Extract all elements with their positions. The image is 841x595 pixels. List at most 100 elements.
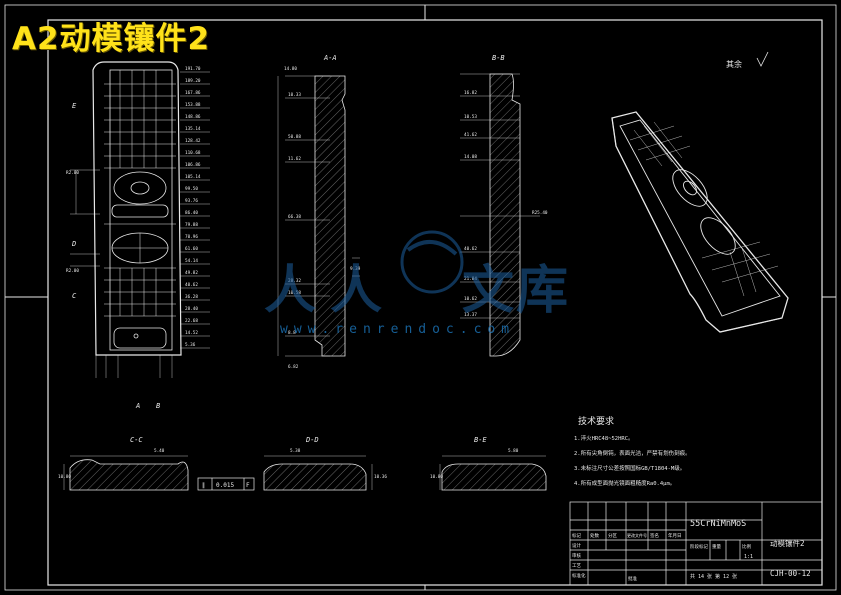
svg-text:61.60: 61.60 [185, 246, 198, 252]
svg-text:14.52: 14.52 [185, 330, 198, 336]
watermark-url: www.renrendoc.com [280, 322, 516, 337]
plan-view-dimensions [70, 71, 210, 378]
tech-requirements-title: 技术要求 [578, 415, 614, 427]
svg-text:14.08: 14.08 [464, 154, 477, 160]
svg-text:167.86: 167.86 [185, 90, 201, 96]
svg-text:10.80: 10.80 [58, 474, 71, 480]
role-label: 工艺 [572, 563, 581, 569]
watermark-glyph: 库 [516, 261, 569, 321]
tech-requirement-item: 1.淬火HRC48~52HRC。 [574, 434, 634, 442]
svg-text:99.50: 99.50 [185, 186, 198, 192]
svg-text:9.39: 9.39 [350, 266, 361, 272]
svg-text:189.20: 189.20 [185, 78, 201, 84]
lower-dim-text: 10.805.40 10.365.38 10.805.80 [58, 448, 519, 480]
svg-text:105.14: 105.14 [185, 174, 201, 180]
svg-text:21.04: 21.04 [464, 276, 477, 282]
row-label: 处数 [590, 532, 599, 539]
svg-text:93.76: 93.76 [185, 198, 198, 204]
sheet-info: 共 14 张 第 12 张 [690, 573, 737, 580]
section-aa-label: A-A [323, 54, 337, 62]
tolerance-symbol: ∥ [202, 482, 205, 489]
svg-text:8.8: 8.8 [288, 330, 296, 336]
tech-requirement-item: 3.未标注尺寸公差按照国标GB/T1804-M级。 [574, 464, 685, 472]
tech-requirement-item: 4.所有成型面抛光镜面粗糙度Ra0.4μm。 [574, 479, 675, 487]
svg-text:5.38: 5.38 [290, 448, 301, 454]
drawing-border [4, 4, 837, 591]
section-cc-label: C-C [130, 436, 143, 444]
svg-text:191.70: 191.70 [185, 66, 201, 72]
section-bb-label: B-B [492, 54, 505, 62]
watermark-glyph: 人 [330, 261, 383, 321]
material-name: 55CrNiMnMoS [690, 519, 746, 529]
svg-text:110.68: 110.68 [185, 150, 201, 156]
svg-text:128.42: 128.42 [185, 138, 201, 144]
role-label: 审核 [572, 552, 581, 559]
title-block [569, 501, 823, 586]
watermark-emblem [400, 230, 464, 294]
svg-text:10.33: 10.33 [288, 92, 301, 98]
row-label: 分区 [608, 532, 617, 539]
stage-label: 阶段标记 [690, 543, 708, 550]
svg-text:10.58: 10.58 [288, 290, 301, 296]
svg-text:79.88: 79.88 [185, 222, 198, 228]
scale-value: 1:1 [744, 554, 753, 560]
svg-text:70.96: 70.96 [185, 234, 198, 240]
drawing-number: CJH-00-12 [770, 569, 811, 578]
cut-label-d: D [71, 240, 76, 248]
cut-label-e: E [72, 102, 77, 110]
svg-text:40.62: 40.62 [464, 246, 477, 252]
part-name: 动模镶件2 [770, 538, 805, 548]
svg-text:66.38: 66.38 [288, 214, 301, 220]
svg-text:28.32: 28.32 [288, 278, 301, 284]
svg-text:16.82: 16.82 [464, 90, 477, 96]
section-bb-view [460, 73, 540, 357]
svg-text:86.40: 86.40 [185, 210, 198, 216]
cut-label-b: B [156, 402, 160, 410]
section-cc-view [63, 455, 189, 491]
svg-text:5.40: 5.40 [154, 448, 165, 454]
svg-text:41.62: 41.62 [464, 132, 477, 138]
svg-text:R2.00: R2.00 [66, 268, 79, 274]
drawing-title: A2动模镶件2 [12, 21, 211, 57]
weight-label: 重量 [712, 543, 721, 550]
svg-text:40.62: 40.62 [185, 282, 198, 288]
row-label: 标记 [572, 532, 581, 539]
section-ee-view [439, 455, 547, 491]
row-label: 年月日 [668, 532, 682, 539]
svg-text:10.53: 10.53 [464, 114, 477, 120]
cut-label-c: C [72, 292, 77, 300]
watermark-glyph: 人 [264, 261, 317, 321]
role-label: 标准化 [572, 572, 586, 579]
svg-text:148.86: 148.86 [185, 114, 201, 120]
svg-text:10.36: 10.36 [374, 474, 387, 480]
svg-text:135.14: 135.14 [185, 126, 201, 132]
svg-text:10.62: 10.62 [464, 296, 477, 302]
isometric-view [611, 111, 789, 333]
tolerance-frame [197, 477, 255, 491]
svg-text:153.88: 153.88 [185, 102, 201, 108]
row-label: 更改文件号 [627, 532, 647, 538]
row-label: 签名 [650, 532, 659, 539]
plan-view [92, 61, 182, 356]
svg-text:28.40: 28.40 [185, 306, 198, 312]
cut-label-a: A [135, 402, 140, 410]
section-dd-label: D-D [305, 436, 319, 444]
surface-finish-symbol [756, 51, 769, 67]
svg-text:5.36: 5.36 [185, 342, 196, 348]
section-dd-view [263, 455, 373, 491]
tech-requirements: 技术要求 1.淬火HRC48~52HRC。 2.所有尖角倒钝，表面光洁，严禁有划… [574, 415, 691, 487]
tolerance-frame-text: ∥ 0.015 F [202, 482, 250, 489]
svg-text:11.62: 11.62 [288, 156, 301, 162]
surface-finish-note: 其余 [726, 59, 742, 69]
svg-text:R2.00: R2.00 [66, 170, 79, 176]
scale-label: 比例 [742, 543, 751, 550]
svg-text:6.82: 6.82 [288, 364, 299, 370]
svg-text:49.82: 49.82 [185, 270, 198, 276]
role-label: 批准 [628, 575, 637, 582]
role-label: 设计 [572, 542, 581, 549]
svg-text:10.80: 10.80 [430, 474, 443, 480]
watermark-glyph: 文 [462, 261, 515, 321]
section-aa-view [277, 75, 360, 357]
